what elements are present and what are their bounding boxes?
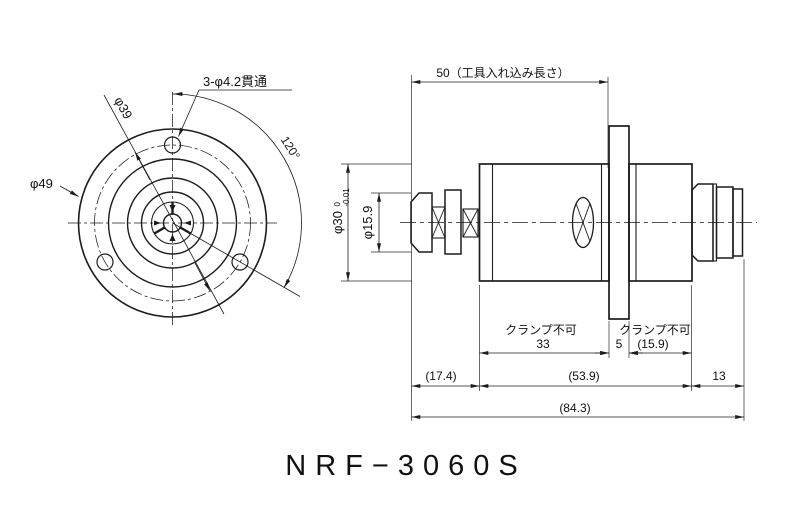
bolt-holes xyxy=(96,136,249,271)
bolt-circle xyxy=(94,144,251,302)
mid-length-label: (53.9) xyxy=(568,369,599,383)
front-length-label: (17.4) xyxy=(425,369,456,383)
hole-callout-leader xyxy=(178,89,292,137)
hole-callout-label: 3-φ4.2貫通 xyxy=(203,74,267,89)
contact-crimp-marks xyxy=(154,205,191,241)
rear-length-label: 13 xyxy=(712,369,726,383)
set-screw xyxy=(571,196,595,249)
bolt-circle-label: φ39 xyxy=(111,94,135,121)
angle-dimension xyxy=(172,91,302,297)
flange-width-label: 5 xyxy=(616,337,623,351)
angle-label: 120° xyxy=(278,134,303,163)
tip-outer-circle xyxy=(140,191,205,255)
front-view xyxy=(59,89,302,327)
body-dia-tol-lower: -0.01 xyxy=(342,188,351,207)
flange-dia-label: φ49 xyxy=(30,176,53,191)
body-dia-label: φ30 xyxy=(330,211,345,234)
clamp-note-right: クランプ不可 xyxy=(619,323,691,337)
tip-dia-label: φ15.9 xyxy=(360,206,375,240)
rear-body-circle xyxy=(107,158,238,288)
main-body xyxy=(478,163,610,282)
flange-dia-leader xyxy=(59,185,79,197)
part-number-title: NRF−3060S xyxy=(285,450,526,482)
dimension-lines xyxy=(345,79,744,420)
left-coupling xyxy=(410,189,479,255)
clamp-right-length: (15.9) xyxy=(637,337,668,351)
tool-length-label: 50（工具入れ込み長さ） xyxy=(436,66,569,80)
total-length-label: (84.3) xyxy=(559,401,590,415)
bolt-circle-dimension xyxy=(103,94,225,315)
extension-lines xyxy=(341,75,745,421)
body-dia-tol-upper: 0 xyxy=(333,202,342,207)
step-circle xyxy=(126,177,219,269)
clamp-left-length: 33 xyxy=(536,337,550,351)
clamp-note-left: クランプ不可 xyxy=(505,323,577,337)
rear-connector xyxy=(691,183,744,262)
flange-outline-circle xyxy=(77,128,268,318)
side-view xyxy=(400,125,757,320)
